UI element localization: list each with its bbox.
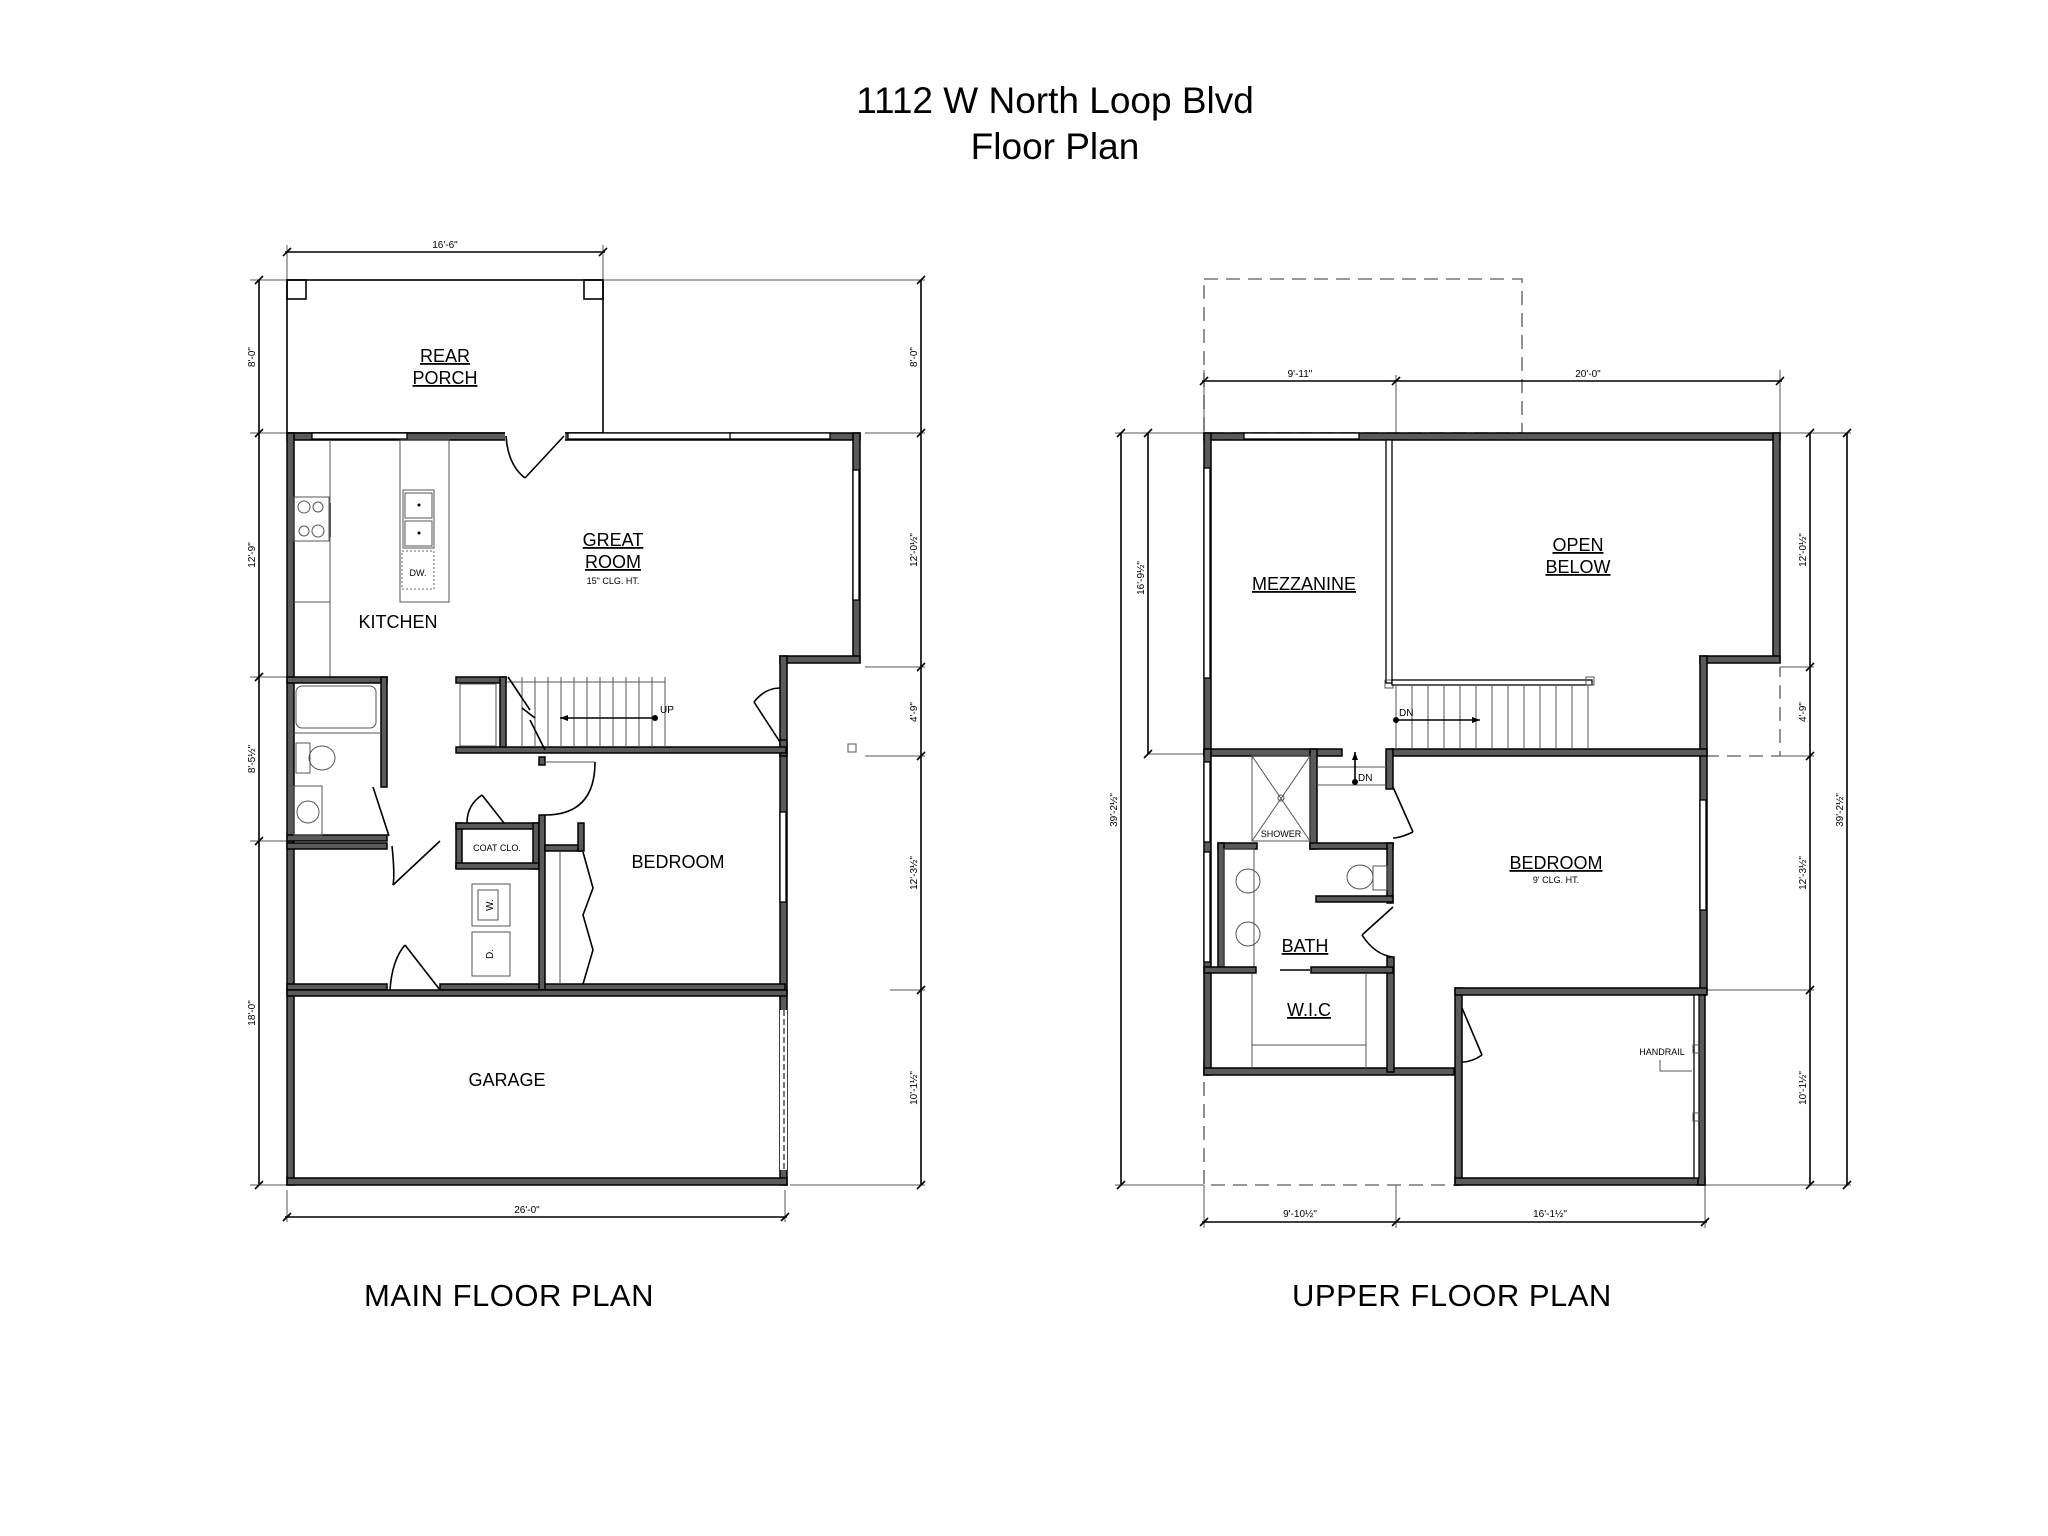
sink-icon <box>293 785 323 836</box>
handrail-area: HANDRAIL <box>1639 994 1701 1179</box>
room-label-mezzanine: MEZZANINE <box>1252 574 1356 594</box>
main-top-windows <box>311 432 860 601</box>
dim-label: 9'-11" <box>1288 369 1313 380</box>
room-label-rear: REAR <box>420 346 470 366</box>
main-dim-left: 8'-0" 12'-9" 8'-5½" 18'-0" <box>247 275 287 1190</box>
handrail-label: HANDRAIL <box>1639 1047 1685 1057</box>
room-label-open: OPEN <box>1552 535 1603 555</box>
upper-stairs: DN DN <box>1309 676 1595 850</box>
stairs-up-label: UP <box>660 705 674 716</box>
upper-floor-plan-label: UPPER FLOOR PLAN <box>1292 1278 1612 1313</box>
bedroom-closet <box>544 822 594 985</box>
upper-bath: BATH <box>1203 842 1395 1073</box>
upper-bedroom: BEDROOM 9' CLG. HT. <box>1461 853 1603 1063</box>
ceiling-height-label: 15" CLG. HT. <box>587 576 640 586</box>
bedroom-door <box>538 756 596 991</box>
washer-label: W. <box>485 899 496 911</box>
upper-dim-left: 16'-9½" 39'-2½" <box>1109 428 1204 1190</box>
rear-porch: REAR PORCH <box>286 279 604 434</box>
dim-label: 16'-9½" <box>1136 561 1147 595</box>
dim-label: 9'-10½" <box>1283 1209 1317 1220</box>
main-floor-plan: 16'-6" REAR PORCH 8'-0" <box>247 240 926 1222</box>
room-label-porch: PORCH <box>412 368 477 388</box>
main-bedroom: BEDROOM <box>631 811 787 903</box>
room-label-bedroom: BEDROOM <box>631 852 724 872</box>
dim-label: 8'-0" <box>247 347 258 367</box>
main-stairs: UP <box>455 676 787 754</box>
room-label-bedroom: BEDROOM <box>1509 853 1602 873</box>
dim-label: 4'-9" <box>1798 702 1809 722</box>
dryer-label: D. <box>485 949 496 959</box>
dim-label: 8'-5½" <box>247 744 258 773</box>
room-label-wic: W.I.C <box>1287 1000 1331 1020</box>
shower-label: SHOWER <box>1261 829 1302 839</box>
shower: SHOWER <box>1251 755 1311 842</box>
page-title: 1112 W North Loop Blvd Floor Plan <box>0 78 2048 170</box>
main-bath <box>286 676 390 842</box>
main-dim-right: 8'-0" 12'-0½" 4'-9" 12'-3½" 10'-1½" <box>603 275 926 1190</box>
dim-label: 12'-0½" <box>909 533 920 567</box>
rear-door <box>505 432 565 479</box>
dim-label: 12'-3½" <box>909 856 920 890</box>
dim-label: 4'-9" <box>909 702 920 722</box>
stairs-down-label: DN <box>1399 708 1413 719</box>
upper-floor-plan: 9'-11" 20'-0" 16'-9½" 39'-2½" <box>1109 278 1852 1228</box>
main-dim-top: 16'-6" <box>282 240 608 280</box>
room-label-below: BELOW <box>1545 557 1610 577</box>
garage: GARAGE <box>286 989 788 1170</box>
room-label-bath: BATH <box>1282 936 1329 956</box>
dim-label: 26'-0" <box>514 1205 540 1216</box>
room-label-garage: GARAGE <box>468 1070 545 1090</box>
dim-label: 16'-6" <box>432 240 458 251</box>
dim-label: 10'-1½" <box>909 1071 920 1105</box>
upper-windows <box>1203 432 1707 963</box>
title-address: 1112 W North Loop Blvd <box>856 80 1254 121</box>
title-subtitle: Floor Plan <box>970 126 1140 167</box>
upper-dim-right: 12'-0½" 4'-9" 12'-3½" 10'-1½" 39'-2½" <box>1705 428 1852 1190</box>
closet-door <box>753 687 857 757</box>
wic: W.I.C <box>1251 973 1367 1068</box>
main-floor-plan-label: MAIN FLOOR PLAN <box>364 1278 654 1313</box>
great-room: GREAT ROOM 15" CLG. HT. <box>583 530 644 586</box>
upper-dim-top: 9'-11" 20'-0" <box>1199 369 1785 433</box>
room-label-great: GREAT <box>583 530 644 550</box>
open-below: OPEN BELOW <box>1545 535 1610 577</box>
dim-label: 12'-9" <box>247 542 258 568</box>
mezzanine: MEZZANINE <box>1252 574 1356 594</box>
dim-label: 39'-2½" <box>1109 793 1120 827</box>
laundry: W. D. <box>471 883 511 977</box>
dim-label: 18'-0" <box>247 1000 258 1026</box>
coat-closet-label: COAT CLO. <box>473 843 521 853</box>
main-dim-bottom: 26'-0" <box>282 1190 790 1222</box>
dim-label: 8'-0" <box>909 347 920 367</box>
bathtub-icon <box>294 685 381 734</box>
upper-dim-bottom: 9'-10½" 16'-1½" <box>1199 1185 1710 1228</box>
dim-label: 12'-3½" <box>1798 856 1809 890</box>
dim-label: 39'-2½" <box>1835 793 1846 827</box>
room-label-kitchen: KITCHEN <box>358 612 437 632</box>
dim-label: 10'-1½" <box>1798 1071 1809 1105</box>
range-icon <box>293 496 331 542</box>
toilet-icon <box>295 742 336 774</box>
sink-icon <box>402 489 435 549</box>
kitchen: DW. KITCHEN <box>293 439 450 677</box>
dim-label: 16'-1½" <box>1533 1209 1567 1220</box>
coat-closet: COAT CLO. <box>455 794 540 870</box>
bedroom-ceiling-label: 9' CLG. HT. <box>1533 875 1579 885</box>
toilet-icon <box>1346 864 1388 891</box>
dim-label: 20'-0" <box>1575 369 1601 380</box>
dim-label: 12'-0½" <box>1798 533 1809 567</box>
room-label-room: ROOM <box>585 552 641 572</box>
dishwasher-label: DW. <box>410 568 427 578</box>
stairs-down-label-2: DN <box>1358 773 1372 784</box>
